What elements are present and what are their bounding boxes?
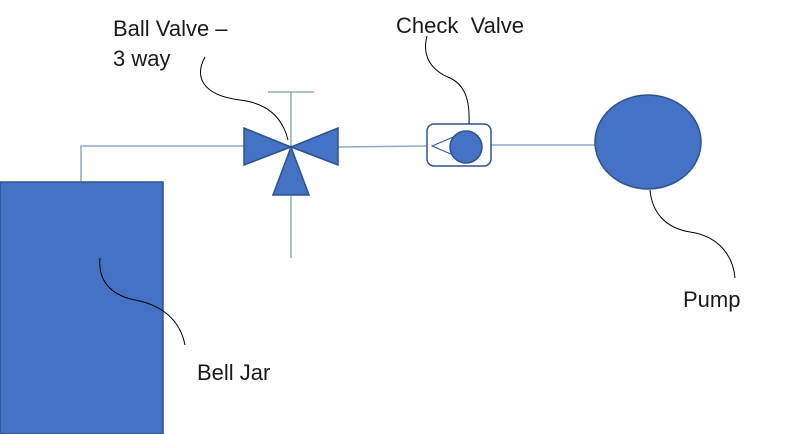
check-valve-ball — [449, 130, 483, 164]
leader-bell-jar — [99, 257, 186, 346]
pipes — [80, 91, 596, 258]
check-valve-label: Check Valve — [396, 13, 524, 38]
leader-check-valve — [425, 35, 470, 125]
ball-valve-label-line2: 3 way — [113, 46, 171, 71]
leader-lines — [99, 35, 736, 346]
pipe-valve-to-checkvalve — [337, 145, 428, 148]
valve-right-triangle — [288, 126, 339, 167]
ball-valve-3way — [243, 126, 339, 196]
bell-jar — [0, 181, 164, 434]
leader-ball-valve — [200, 56, 289, 141]
check-valve — [426, 123, 492, 167]
valve-left-triangle — [243, 126, 294, 167]
pump-label: Pump — [683, 287, 741, 312]
ball-valve-label: Ball Valve – 3 way — [113, 14, 228, 74]
pump — [594, 94, 702, 190]
bell-jar-label: Bell Jar — [197, 360, 271, 385]
valve-bottom-triangle — [271, 144, 311, 196]
leader-pump — [649, 189, 736, 279]
ball-valve-label-line1: Ball Valve – — [113, 16, 228, 41]
pipe-belljar-to-valve — [80, 145, 244, 182]
